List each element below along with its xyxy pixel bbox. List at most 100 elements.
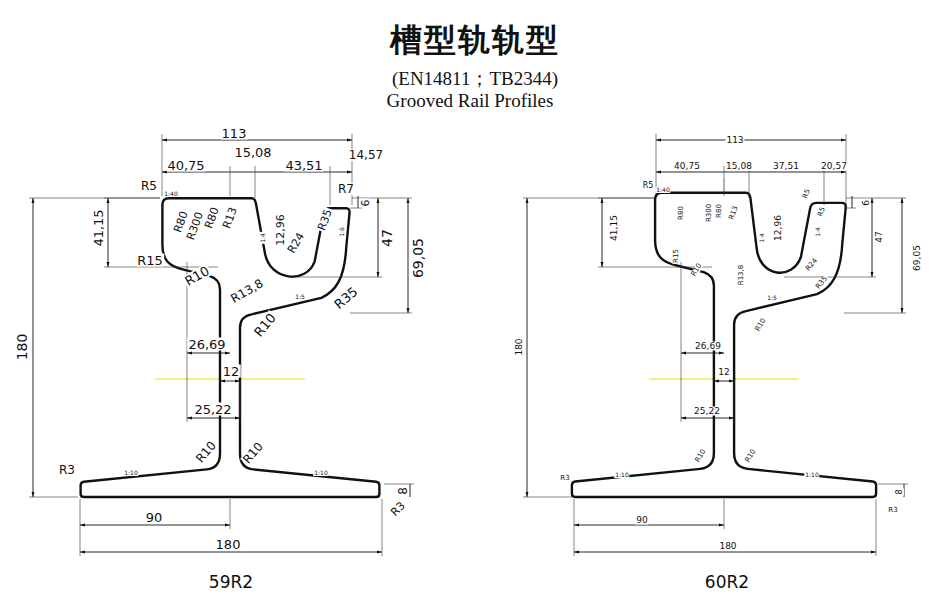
dimension-line bbox=[681, 418, 734, 419]
dimension-label: 113 bbox=[221, 127, 248, 140]
dimension-label: 43,51 bbox=[284, 159, 323, 172]
dimension-label: 8 bbox=[896, 488, 904, 495]
extension-line bbox=[230, 166, 231, 196]
dimension-line bbox=[378, 198, 379, 277]
dimension-label: 12,96 bbox=[774, 214, 783, 242]
title: 槽型轨轨型 bbox=[390, 24, 560, 56]
dimension-line bbox=[162, 140, 352, 141]
dimension-label: 180 bbox=[15, 333, 29, 362]
dimension-line bbox=[187, 353, 230, 354]
dimension-line bbox=[187, 418, 240, 419]
dimension-label: 37,51 bbox=[772, 162, 800, 171]
extension-line bbox=[255, 166, 256, 198]
dimension-label: 1:10 bbox=[313, 470, 328, 476]
dimension-label: R80 bbox=[716, 203, 723, 219]
dimension-label: R3 bbox=[58, 464, 76, 476]
subtitle: (EN14811；TB2344) bbox=[391, 69, 559, 88]
extension-line bbox=[290, 277, 382, 278]
dimension-label: R10 bbox=[694, 447, 708, 464]
dimension-label: 69,05 bbox=[411, 237, 425, 279]
extension-line bbox=[734, 381, 735, 422]
dimension-label: 180 bbox=[215, 538, 242, 551]
dimension-label: 40,75 bbox=[673, 162, 701, 171]
dimension-label: R7 bbox=[337, 183, 355, 195]
extension-line bbox=[523, 198, 654, 199]
extension-line bbox=[681, 262, 682, 422]
dimension-label: R10 bbox=[754, 316, 768, 333]
extension-line bbox=[350, 313, 412, 314]
extension-lines bbox=[29, 134, 414, 556]
dimension-label: 15,08 bbox=[233, 146, 272, 159]
dimension-label: 1:40 bbox=[163, 191, 178, 197]
dimension-label: R10 bbox=[240, 439, 266, 466]
dimension-label: R15 bbox=[673, 248, 680, 264]
dimension-label: 59R2 bbox=[208, 574, 254, 591]
dimension-label: R5 bbox=[140, 180, 158, 192]
dimension-label: 90 bbox=[145, 511, 164, 524]
dimension-line bbox=[80, 552, 382, 553]
dimension-line bbox=[220, 381, 240, 382]
dimension-label: 41,15 bbox=[92, 208, 105, 247]
dimension-line bbox=[33, 198, 34, 497]
extension-line bbox=[878, 484, 908, 485]
dimension-label: 1:5 bbox=[294, 294, 306, 300]
dimension-label: R10 bbox=[744, 447, 758, 464]
dimension-label: 69,05 bbox=[913, 244, 922, 272]
dimension-label: R15 bbox=[136, 254, 164, 267]
dimension-label: 8 bbox=[397, 486, 409, 496]
dimension-label: 1:4 bbox=[759, 232, 765, 244]
dimension-label: 47 bbox=[875, 230, 884, 243]
dimension-label: 25,22 bbox=[693, 407, 721, 416]
rail-profile bbox=[81, 198, 380, 497]
dimension-label: 1:4 bbox=[260, 232, 266, 244]
dimension-line bbox=[902, 198, 903, 313]
dimension-label: 26,69 bbox=[694, 342, 722, 351]
dimension-label: 41,15 bbox=[610, 214, 619, 242]
extension-line bbox=[330, 166, 331, 205]
dimension-line bbox=[162, 172, 352, 173]
extension-line bbox=[876, 499, 877, 556]
extension-line bbox=[384, 484, 414, 485]
dimension-label: R10 bbox=[193, 438, 219, 465]
rail-profile bbox=[572, 193, 876, 497]
extension-line bbox=[382, 499, 383, 556]
dimension-label: 113 bbox=[725, 136, 744, 145]
dimension-label: 12 bbox=[222, 365, 241, 378]
dimension-label: 1:40 bbox=[655, 187, 670, 193]
dimension-line bbox=[410, 484, 411, 497]
dimension-lines bbox=[33, 140, 410, 552]
dimension-label: 60R2 bbox=[704, 574, 750, 591]
extension-line bbox=[523, 497, 572, 498]
extension-line bbox=[846, 198, 906, 199]
dimension-label: R300 bbox=[706, 203, 713, 223]
dimension-label: 1:6 bbox=[339, 226, 345, 238]
dimension-line bbox=[656, 140, 846, 141]
extension-line bbox=[230, 499, 231, 529]
dimension-label: R3 bbox=[388, 499, 408, 519]
extension-line bbox=[162, 134, 163, 196]
extension-line bbox=[29, 198, 160, 199]
extension-line bbox=[844, 208, 856, 209]
extension-line bbox=[574, 499, 575, 556]
extension-line bbox=[724, 166, 725, 196]
dimension-label: 180 bbox=[515, 337, 524, 356]
extension-line bbox=[29, 497, 78, 498]
dimension-label: 6 bbox=[360, 199, 371, 208]
dimension-label: 180 bbox=[718, 542, 737, 551]
subtitle: Grooved Rail Profiles bbox=[386, 91, 555, 110]
dimension-label: 1:10 bbox=[804, 472, 819, 478]
dimension-line bbox=[80, 525, 230, 526]
dimension-label: R3 bbox=[559, 475, 570, 482]
dimension-lines bbox=[527, 140, 904, 552]
dimension-label: 6 bbox=[862, 199, 871, 207]
extension-line bbox=[749, 166, 750, 198]
dimension-label: R24 bbox=[285, 230, 306, 256]
dimension-label: 20,57 bbox=[820, 162, 848, 171]
dimension-label: R80 bbox=[678, 205, 685, 221]
dimension-line bbox=[602, 198, 603, 267]
dimension-label: 26,69 bbox=[187, 338, 226, 351]
dimension-line bbox=[714, 381, 734, 382]
extension-line bbox=[844, 313, 906, 314]
dimension-label: 40,75 bbox=[166, 159, 205, 172]
